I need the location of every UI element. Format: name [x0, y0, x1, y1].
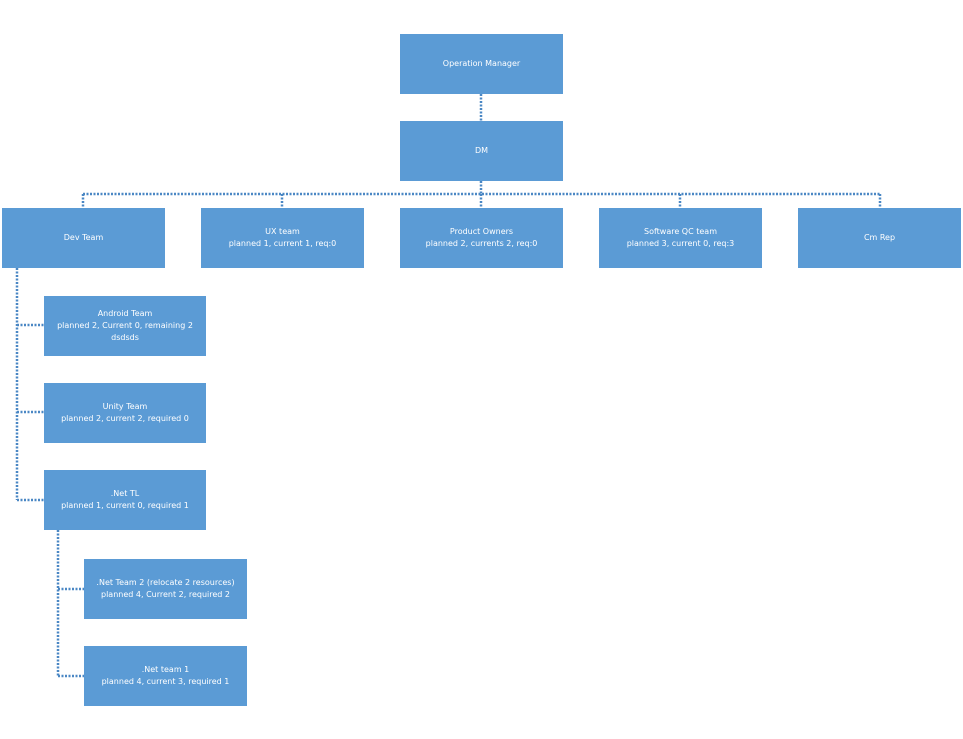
node-title: Cm Rep — [863, 233, 896, 242]
node-ux-team: UX team planned 1, current 1, req:0 — [201, 208, 364, 268]
node-dev-team: Dev Team — [2, 208, 165, 268]
node-operation-manager: Operation Manager — [400, 34, 563, 94]
node-title: Operation Manager — [442, 59, 521, 68]
node-cm-rep: Cm Rep — [798, 208, 961, 268]
node-product-owners: Product Owners planned 2, currents 2, re… — [400, 208, 563, 268]
node-title: DM — [474, 146, 489, 155]
node-dm: DM — [400, 121, 563, 181]
node-title: .Net Team 2 (relocate 2 resources) — [96, 578, 235, 587]
node-detail: planned 1, current 0, required 1 — [61, 501, 189, 510]
node-title: Unity Team — [102, 402, 148, 411]
node-software-qc-team: Software QC team planned 3, current 0, r… — [599, 208, 762, 268]
node-title: UX team — [265, 227, 300, 236]
node-unity-team: Unity Team planned 2, current 2, require… — [44, 383, 206, 443]
node-title: .Net team 1 — [141, 665, 190, 674]
node-title: .Net TL — [110, 489, 140, 498]
node-detail: planned 2, current 2, required 0 — [61, 414, 189, 423]
node-detail: planned 2, currents 2, req:0 — [425, 239, 538, 248]
node-detail: planned 4, Current 2, required 2 — [101, 590, 230, 599]
node-title: Dev Team — [63, 233, 104, 242]
node-net-tl: .Net TL planned 1, current 0, required 1 — [44, 470, 206, 530]
node-title: Software QC team — [644, 227, 717, 236]
node-extra: dsdsds — [111, 333, 139, 342]
node-detail: planned 4, current 3, required 1 — [101, 677, 230, 686]
node-detail: planned 3, current 0, req:3 — [626, 239, 735, 248]
node-detail: planned 2, Current 0, remaining 2 — [57, 321, 193, 330]
node-title: Android Team — [97, 309, 153, 318]
node-net-team-1: .Net team 1 planned 4, current 3, requir… — [84, 646, 247, 706]
node-net-team-2: .Net Team 2 (relocate 2 resources) plann… — [84, 559, 247, 619]
node-android-team: Android Team planned 2, Current 0, remai… — [44, 296, 206, 356]
node-title: Product Owners — [449, 227, 514, 236]
node-detail: planned 1, current 1, req:0 — [228, 239, 337, 248]
